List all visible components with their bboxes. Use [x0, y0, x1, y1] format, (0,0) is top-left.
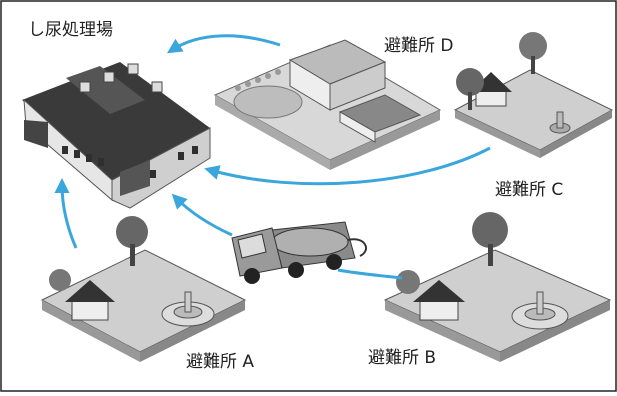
label-shelter-b: 避難所 B: [368, 348, 437, 368]
shelter-a-park: [40, 216, 247, 362]
arrow-shelter-d-to-plant: [166, 34, 281, 54]
label-shelter-c: 避難所 C: [495, 180, 564, 200]
shelter-c-park: [453, 32, 614, 158]
arrow-shelter-a-to-plant: [54, 178, 78, 249]
flow-arrows: [54, 34, 491, 249]
label-shelter-a: 避難所 A: [186, 352, 255, 372]
vacuum-truck: [231, 221, 367, 284]
truck-route-line-to-shelter-b: [337, 268, 403, 280]
shelter-b-park: [383, 212, 612, 362]
arrow-shelter-c-to-plant: [204, 146, 491, 186]
treatment-plant-building: [22, 62, 211, 209]
label-shelter-d: 避難所 D: [384, 36, 454, 56]
arrow-truck-to-plant: [171, 193, 233, 237]
shelter-d-school: [213, 39, 442, 170]
label-treatment-plant: し尿処理場: [28, 20, 113, 40]
